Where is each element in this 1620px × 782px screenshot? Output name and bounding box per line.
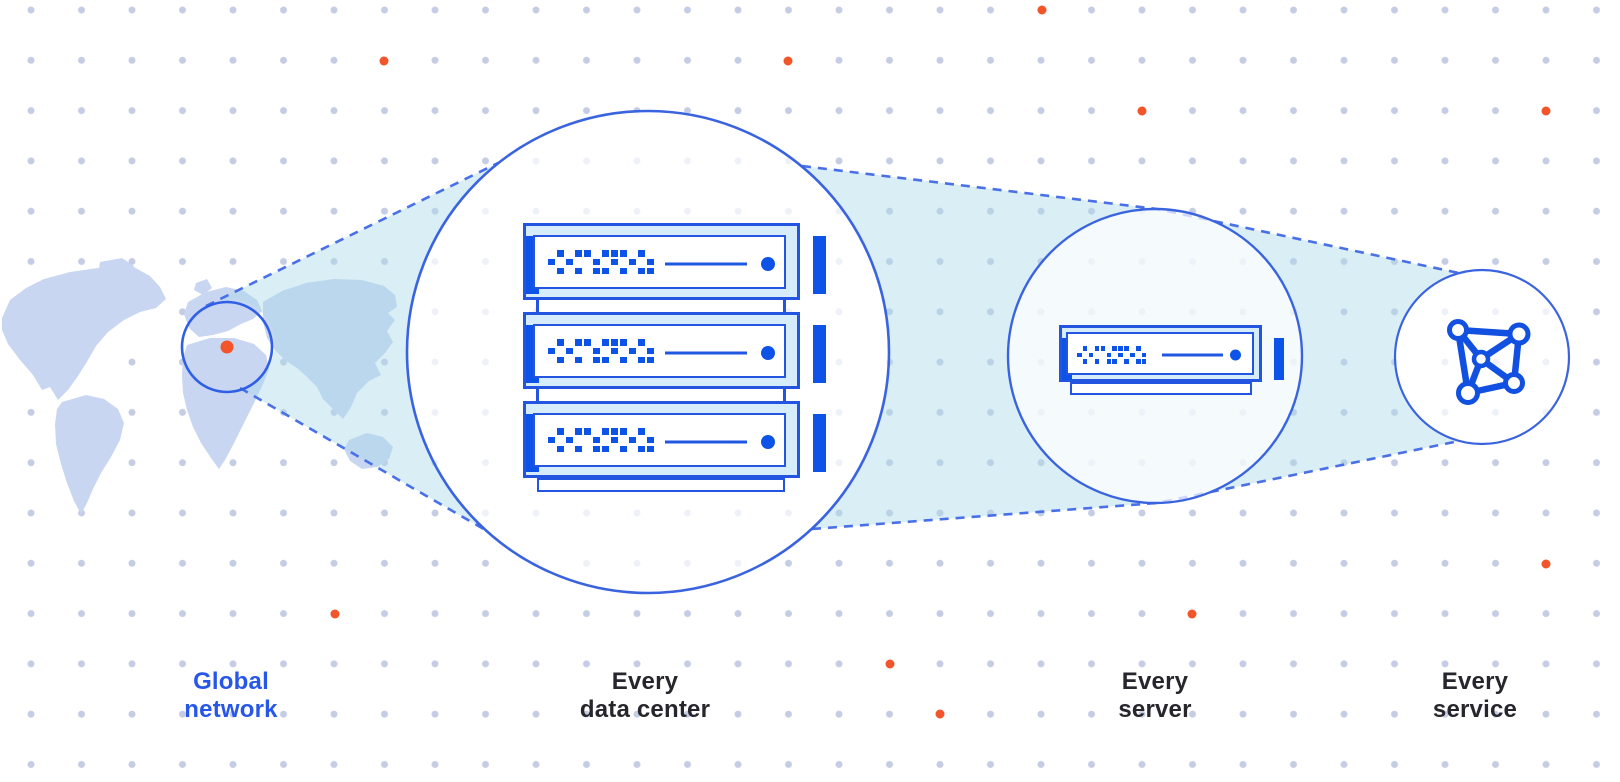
mesh-node-top-right [1507, 322, 1531, 346]
rack-ear-icon [813, 236, 826, 294]
rack-server-unit-1 [523, 223, 826, 300]
dashed-edge-lower-right [811, 439, 1460, 531]
orange-accent-dot [783, 56, 793, 66]
power-led-icon [761, 257, 775, 271]
server-rack-icon [512, 223, 826, 495]
vent-dot-pattern-icon [548, 250, 654, 275]
server-base [1070, 382, 1252, 395]
status-line-icon [665, 351, 747, 355]
caption-line: data center [579, 696, 711, 723]
rack-base [537, 478, 785, 492]
vent-dot-pattern-icon [548, 428, 654, 453]
vent-dot-pattern-icon [1077, 346, 1147, 364]
caption-line: Every [1441, 668, 1509, 695]
rack-server-unit-3 [523, 401, 826, 478]
mesh-node-top-left [1447, 319, 1469, 341]
orange-accent-dot [330, 609, 340, 619]
orange-accent-dot [1137, 106, 1147, 116]
orange-accent-dot [885, 659, 895, 669]
server-faceplate [533, 413, 786, 467]
caption-line: Every [611, 668, 679, 695]
server-unit [1059, 325, 1284, 382]
island-greenland [98, 258, 134, 284]
continent-europe [184, 287, 262, 337]
server-faceplate [533, 235, 786, 289]
power-led-icon [761, 435, 775, 449]
caption-line: network [184, 696, 278, 723]
orange-accent-dot [935, 709, 945, 719]
map-region-circle [180, 300, 274, 394]
caption-every-server: Every server [1035, 668, 1275, 724]
orange-accent-dot [1187, 609, 1197, 619]
rack-ear-icon [813, 414, 826, 472]
server-faceplate [533, 324, 786, 378]
mesh-node-bottom-right [1503, 372, 1525, 394]
rack-joint [536, 389, 786, 401]
single-server-icon [1051, 325, 1284, 397]
mesh-node-center [1471, 349, 1491, 369]
world-map [2, 258, 397, 514]
caption-line: server [1118, 696, 1192, 723]
mesh-node-bottom-left [1456, 381, 1480, 405]
map-location-marker [220, 340, 234, 354]
status-line-icon [1162, 353, 1223, 357]
caption-line: service [1432, 696, 1518, 723]
continent-asia [263, 279, 397, 419]
caption-every-data-center: Every data center [525, 668, 765, 724]
continent-australia [344, 433, 393, 469]
orange-accent-dot [1541, 106, 1551, 116]
caption-line: Global [193, 668, 269, 695]
dashed-edge-upper-left [205, 160, 501, 308]
orange-accent-dot [1037, 5, 1047, 15]
island-uk [194, 279, 212, 295]
vent-dot-pattern-icon [548, 339, 654, 364]
rack-joint [536, 300, 786, 312]
continent-north-america [2, 266, 166, 400]
status-line-icon [665, 262, 747, 266]
rack-ear-icon [813, 325, 826, 383]
orange-accent-dot [1541, 559, 1551, 569]
rack-ear-icon [1274, 338, 1284, 380]
caption-every-service: Every service [1355, 668, 1595, 724]
status-line-icon [665, 440, 747, 444]
power-led-icon [761, 346, 775, 360]
rack-server-unit-2 [523, 312, 826, 389]
caption-line: Every [1121, 668, 1189, 695]
server-faceplate [1066, 332, 1254, 375]
power-led-icon [1230, 349, 1241, 361]
caption-global-network: Global network [111, 668, 351, 724]
orange-accent-dot [379, 56, 389, 66]
continent-south-america [55, 395, 124, 514]
continent-africa [182, 338, 269, 469]
mesh-network-icon [1447, 319, 1531, 405]
